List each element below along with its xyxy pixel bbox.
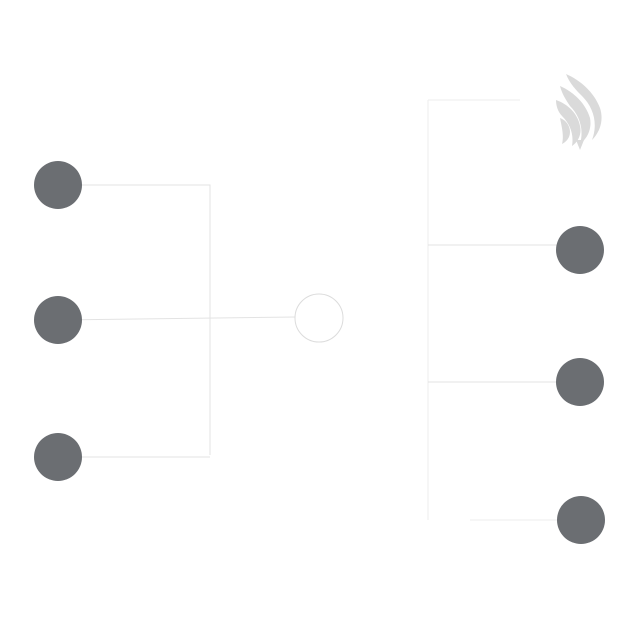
connector-left-middle: [57, 316, 297, 321]
central-hub-node: [294, 293, 344, 343]
left-node-3: [34, 433, 82, 481]
connector-left-top: [58, 184, 211, 455]
left-node-1: [34, 161, 82, 209]
left-node-2: [34, 296, 82, 344]
phoenix-wing-icon: [556, 74, 602, 150]
left-connectors: [57, 184, 297, 458]
connector-right-spine: [427, 99, 520, 520]
right-connectors: [427, 99, 580, 521]
right-node-3: [557, 496, 605, 544]
right-node-1: [556, 226, 604, 274]
right-node-2: [556, 358, 604, 406]
